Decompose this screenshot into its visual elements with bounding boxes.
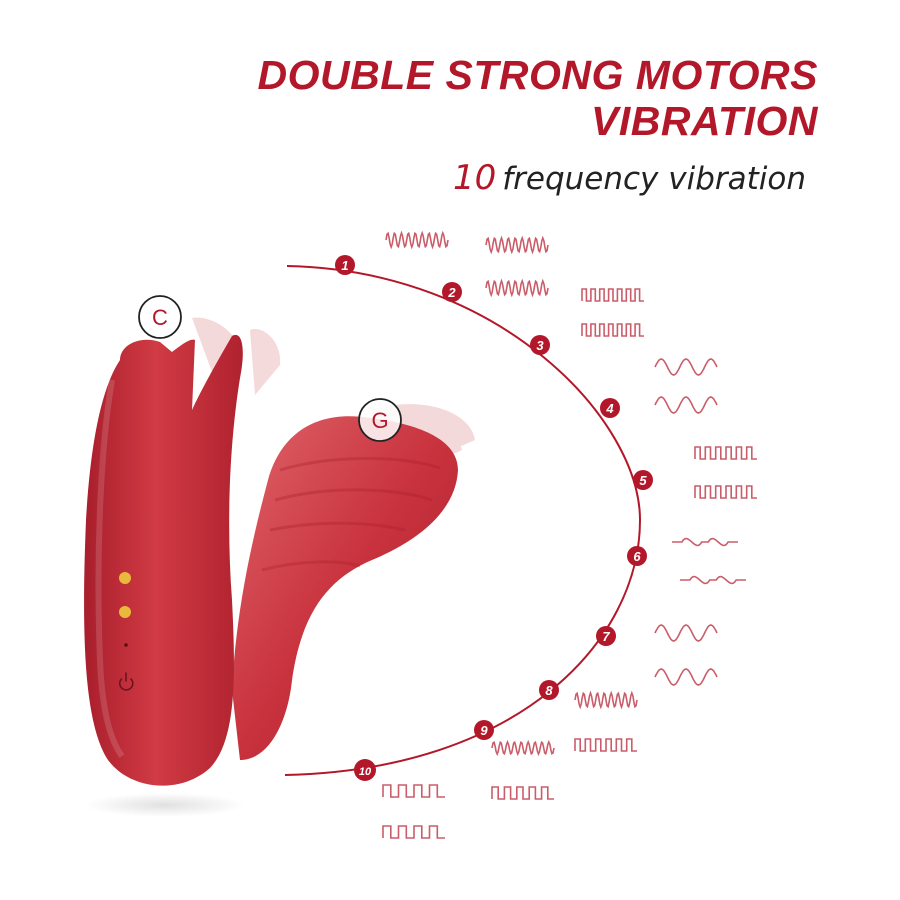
- mode-number: 2: [447, 285, 456, 300]
- mode-badge: 4: [600, 398, 620, 418]
- main-body: [84, 334, 243, 786]
- gspot-tip-marker: G: [358, 398, 402, 442]
- waveform-icon: [694, 485, 757, 499]
- frequency-arc: [284, 265, 642, 776]
- mode-number: 3: [536, 338, 544, 353]
- waveform-icon: [385, 230, 449, 250]
- waveform-icon: [581, 323, 644, 337]
- mode-badge: 1: [335, 255, 355, 275]
- mode-number: 5: [639, 473, 647, 488]
- mode-number: 10: [359, 766, 372, 778]
- mode-number: 7: [602, 629, 610, 644]
- headline-line-2: VIBRATION: [591, 98, 818, 144]
- frequency-count: 10: [452, 158, 497, 198]
- mode-badge: 5: [633, 470, 653, 490]
- headline-line-1: DOUBLE STRONG MOTORS: [257, 52, 818, 98]
- power-icon[interactable]: [119, 672, 134, 691]
- waveform-icon: [382, 825, 445, 839]
- mode-number: 1: [341, 258, 348, 273]
- waveform-icon: [485, 235, 549, 255]
- mode-number: 6: [633, 549, 641, 564]
- waveform-icon: [654, 396, 718, 414]
- mode-number: 4: [605, 401, 614, 416]
- frequency-label: frequency vibration: [502, 161, 806, 197]
- mode-button-upper[interactable]: [119, 572, 131, 584]
- mode-badge: 6: [627, 546, 647, 566]
- mode-badge: 2: [442, 282, 462, 302]
- waveform-icon: [672, 537, 738, 547]
- waveform-icon: [574, 690, 638, 710]
- waveform-icon: [694, 446, 757, 460]
- mode-badge: 8: [539, 680, 559, 700]
- mode-badge: 9: [474, 720, 494, 740]
- waveform-icon: [491, 786, 554, 800]
- waveform-icon: [654, 668, 718, 686]
- mode-badge: 7: [596, 626, 616, 646]
- mode-number: 9: [480, 723, 488, 738]
- gspot-arm-ridges: [261, 457, 441, 572]
- mode-button-lower[interactable]: [119, 606, 131, 618]
- mode-badge: 3: [530, 335, 550, 355]
- vibration-waveforms: [382, 230, 757, 839]
- waveform-icon: [574, 738, 637, 752]
- floor-shadow: [85, 793, 245, 817]
- mode-badge: 10: [354, 759, 376, 781]
- led-indicator-dot: [124, 643, 128, 647]
- waveform-icon: [680, 575, 746, 585]
- waveform-icon: [654, 358, 718, 376]
- waveform-icon: [491, 739, 555, 757]
- clitoral-marker-label: C: [152, 305, 168, 330]
- gspot-marker-label: G: [371, 408, 388, 433]
- headline: DOUBLE STRONG MOTORS VIBRATION: [258, 52, 818, 144]
- mode-number: 8: [545, 683, 553, 698]
- waveform-icon: [581, 288, 644, 302]
- clitoral-tip-marker: C: [138, 295, 182, 339]
- waveform-icon: [382, 784, 445, 798]
- gspot-arm: [232, 416, 458, 760]
- waveform-icon: [485, 278, 549, 298]
- waveform-icon: [654, 624, 718, 642]
